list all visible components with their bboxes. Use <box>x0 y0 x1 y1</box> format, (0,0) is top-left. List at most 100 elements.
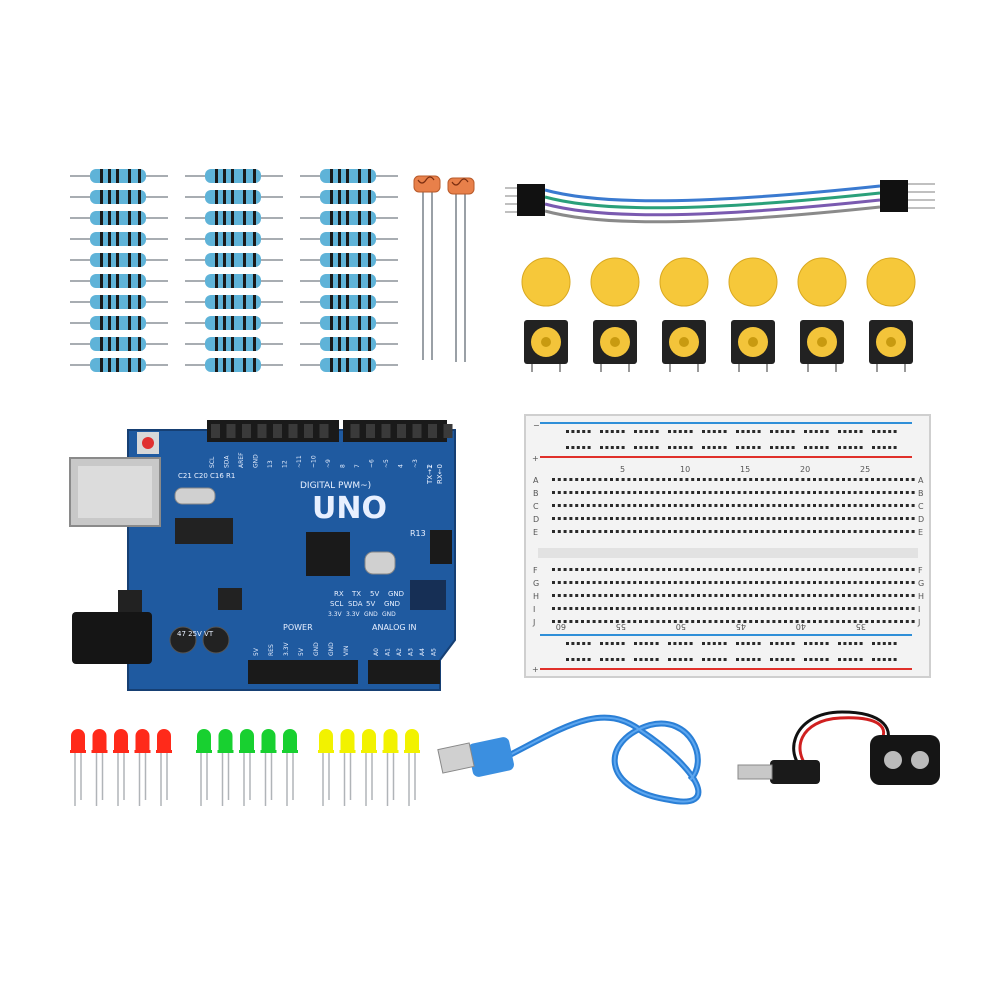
breadboard-row-label: J <box>532 618 535 627</box>
resistor <box>70 232 168 246</box>
resistor <box>70 274 168 288</box>
component-label: C20 <box>194 472 208 480</box>
breadboard-column-number: 40 <box>796 622 806 631</box>
breadboard-row-label: F <box>533 566 538 575</box>
usb-cable <box>437 714 702 805</box>
breadboard-column-number: 55 <box>616 622 626 631</box>
dc-power-jack <box>72 612 152 664</box>
breadboard-row-label: A <box>533 476 539 485</box>
resistor <box>70 211 168 225</box>
breadboard-row-label: H <box>533 592 539 601</box>
breadboard-column-number: 5 <box>620 465 625 474</box>
led <box>318 729 334 806</box>
power-pin-label: 5V <box>298 647 305 656</box>
resistor <box>300 274 398 288</box>
resistor <box>70 169 168 183</box>
digital-pin-label: 7 <box>354 464 361 468</box>
photoresistor <box>413 175 441 360</box>
resistor <box>185 274 283 288</box>
header-pin-label: 3.3V <box>346 611 361 618</box>
resistor <box>70 316 168 330</box>
jumper-wires <box>505 180 935 224</box>
analog-pin-label: A2 <box>396 648 403 656</box>
header-pin-label: GND <box>388 590 404 598</box>
header-pin-label: RX <box>334 590 344 598</box>
breadboard-row-label: I <box>918 605 920 614</box>
led <box>339 729 356 806</box>
header-pin-label: 5V <box>366 600 375 608</box>
button-cap <box>590 257 640 307</box>
led <box>382 729 399 806</box>
analog-pin-label: A3 <box>408 648 415 656</box>
digital-pin-label: ~9 <box>325 459 332 468</box>
breadboard-row-label: D <box>918 515 924 524</box>
resistor <box>70 337 168 351</box>
led <box>361 729 377 806</box>
component-label: C16 <box>210 472 224 480</box>
led <box>260 729 277 806</box>
tactile-switch <box>524 320 568 372</box>
power-pin-label: GND <box>328 642 335 656</box>
led <box>70 729 86 806</box>
digital-pin-label: SCL <box>209 456 216 468</box>
resistor <box>185 190 283 204</box>
resistor <box>185 232 283 246</box>
resistor <box>185 337 283 351</box>
resistor <box>300 190 398 204</box>
resistor <box>185 253 283 267</box>
breadboard-row-label: G <box>533 579 539 588</box>
breadboard-row-label: F <box>918 566 923 575</box>
analog-pin-label: A5 <box>431 648 438 656</box>
arduino-uno-board: 47 25V VT UNO DIGITAL PWM~) POWER ANALOG… <box>69 420 456 691</box>
breadboard-row-label: H <box>918 592 924 601</box>
power-header <box>248 660 358 684</box>
microcontroller-chip <box>306 532 350 576</box>
led <box>239 729 255 806</box>
breadboard-column-number: 50 <box>676 622 686 631</box>
header-pin-label: GND <box>384 600 400 608</box>
resistor <box>185 211 283 225</box>
button-cap <box>659 257 709 307</box>
analog-pin-label: A4 <box>419 648 426 656</box>
power-pin-label: RES <box>268 644 275 656</box>
resistor <box>70 253 168 267</box>
digital-pin-label: ~5 <box>383 459 390 468</box>
breadboard-column-number: 45 <box>736 622 746 631</box>
photoresistor <box>447 177 475 362</box>
breadboard-column-number: 60 <box>556 622 566 631</box>
analog-label: ANALOG IN <box>372 623 417 632</box>
breadboard-row-label: B <box>918 489 924 498</box>
breadboard-row-label: C <box>918 502 924 511</box>
digital-label: DIGITAL PWM~) <box>300 481 371 491</box>
power-pin-label: 5V <box>253 647 260 656</box>
digital-pin-label: ~3 <box>412 459 419 468</box>
header-pin-label: TX <box>351 590 361 598</box>
power-pin-label: GND <box>313 642 320 656</box>
button-cap <box>797 257 847 307</box>
resistor <box>185 169 283 183</box>
button-cap <box>521 257 571 307</box>
led <box>156 729 172 806</box>
digital-pin-label: 13 <box>267 460 274 468</box>
analog-header <box>368 660 440 684</box>
breadboard-row-label: I <box>533 605 535 614</box>
breadboard-row-label: D <box>533 515 539 524</box>
resistor-group <box>70 169 398 372</box>
resistor <box>70 190 168 204</box>
power-label: POWER <box>283 623 313 632</box>
resistor <box>300 169 398 183</box>
resistor <box>185 295 283 309</box>
analog-pin-label: A0 <box>373 648 380 656</box>
digital-pin-label: 4 <box>398 464 405 468</box>
header-pin-label: GND <box>364 611 378 618</box>
tactile-switch <box>731 320 775 372</box>
photoresistor-group <box>413 175 475 362</box>
digital-pin-label: AREF <box>238 452 245 468</box>
plus-rail-label: + <box>532 665 539 674</box>
led-group <box>70 729 420 806</box>
plus-rail-label: + <box>532 454 539 463</box>
digital-pin-label: 12 <box>282 460 289 468</box>
r13-label: R13 <box>410 529 426 538</box>
component-label: R1 <box>226 472 235 480</box>
